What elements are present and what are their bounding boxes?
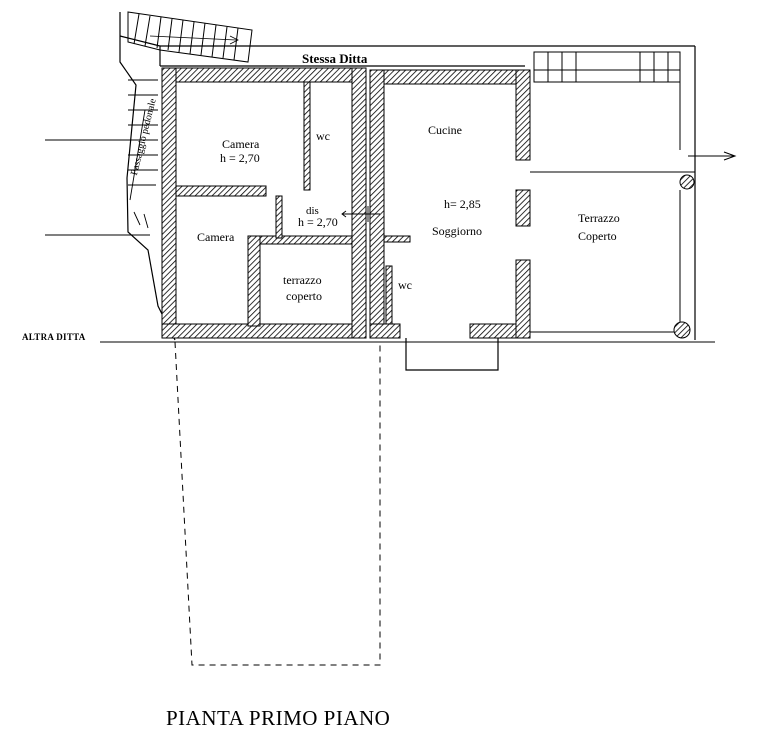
left-reference-lines (45, 109, 715, 343)
dis-label: dis (306, 205, 319, 217)
balcony-bottom (405, 338, 499, 371)
dis-height: h = 2,70 (298, 215, 338, 229)
large-terrace-label-1: Terrazzo (578, 211, 620, 225)
soggiorno-label: Soggiorno (432, 224, 483, 238)
small-terrace-label-1: terrazzo (283, 273, 322, 287)
altra-ditta-label: ALTRA DITTA (22, 332, 86, 342)
large-terrace (530, 80, 737, 339)
stessa-ditta-label: Stessa Ditta (302, 51, 368, 66)
camera-room-2-label: Camera (197, 230, 235, 244)
cucina-label: Cucine (428, 123, 462, 137)
plan-title: PIANTA PRIMO PIANO (166, 706, 391, 730)
staircase-top-left (127, 11, 253, 63)
living-height: h= 2,85 (444, 197, 481, 211)
small-terrace-label-2: coperto (286, 289, 322, 303)
door-arrows (341, 206, 380, 222)
site-outline (119, 12, 696, 341)
left-unit-walls (161, 67, 367, 339)
large-terrace-label-2: Coperto (578, 229, 617, 243)
camera-room-1-height: h = 2,70 (220, 151, 260, 165)
staircase-top-right (533, 51, 681, 83)
wc-room-1-label: wc (316, 129, 330, 143)
camera-room-1-label: Camera (222, 137, 260, 151)
dashed-garden (174, 341, 381, 666)
right-unit-walls (369, 69, 531, 339)
wc-room-2-label: wc (398, 278, 412, 292)
